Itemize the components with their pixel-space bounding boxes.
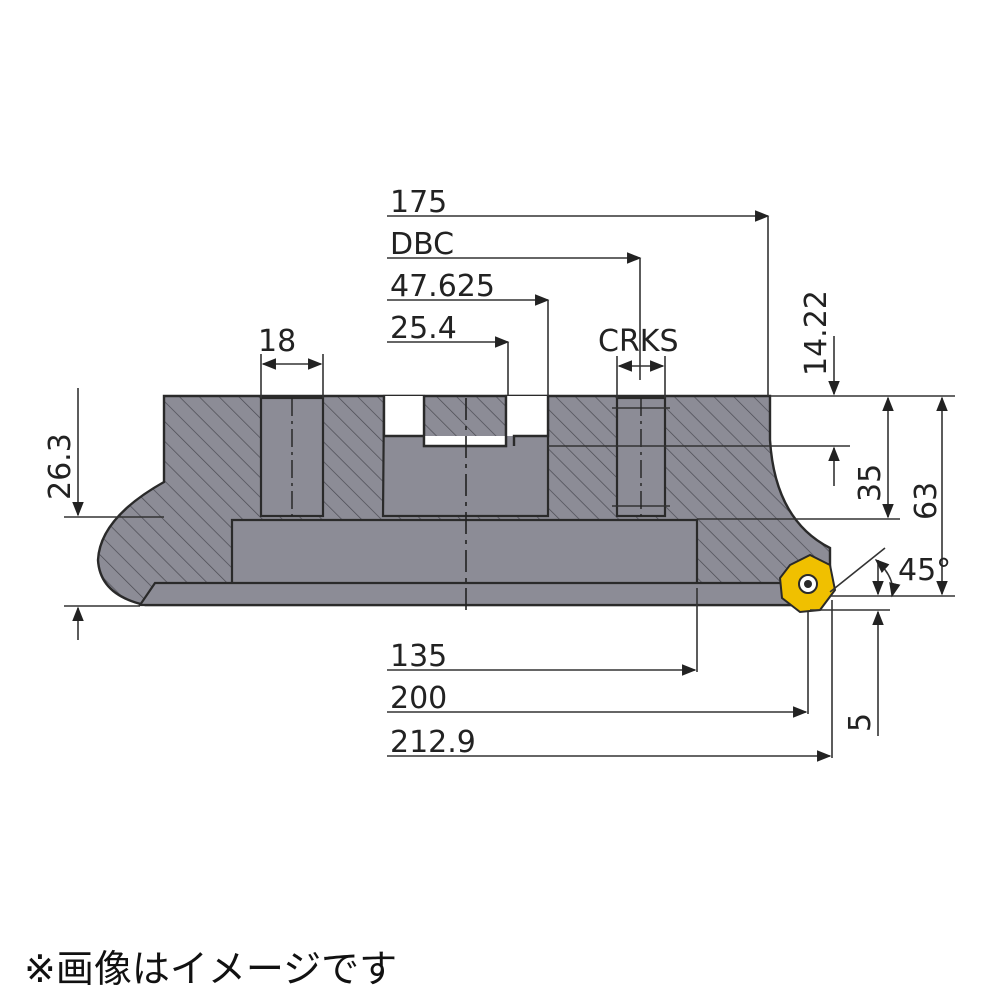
dim-175: 175 (390, 185, 447, 220)
bottom-face (137, 581, 792, 607)
dim-45-deg: 45° (898, 553, 951, 588)
keyway-outline (382, 396, 550, 448)
dim-63: 63 (909, 482, 944, 520)
dim-254: 25.4 (390, 311, 457, 346)
dim-35: 35 (853, 464, 888, 502)
dim-135: 135 (390, 639, 447, 674)
image-disclaimer-note: ※画像はイメージです (24, 947, 398, 991)
dim-crks: CRKS (598, 324, 679, 359)
lower-bore (230, 518, 699, 588)
dim-dbc: DBC (390, 227, 454, 262)
dim-2129: 212.9 (390, 725, 476, 760)
dim-18: 18 (258, 324, 296, 359)
dim-5: 5 (843, 713, 878, 732)
dim-263: 26.3 (43, 433, 78, 500)
dim-47625: 47.625 (390, 269, 495, 304)
dim-200: 200 (390, 681, 447, 716)
dim-1422: 14.22 (799, 290, 834, 376)
